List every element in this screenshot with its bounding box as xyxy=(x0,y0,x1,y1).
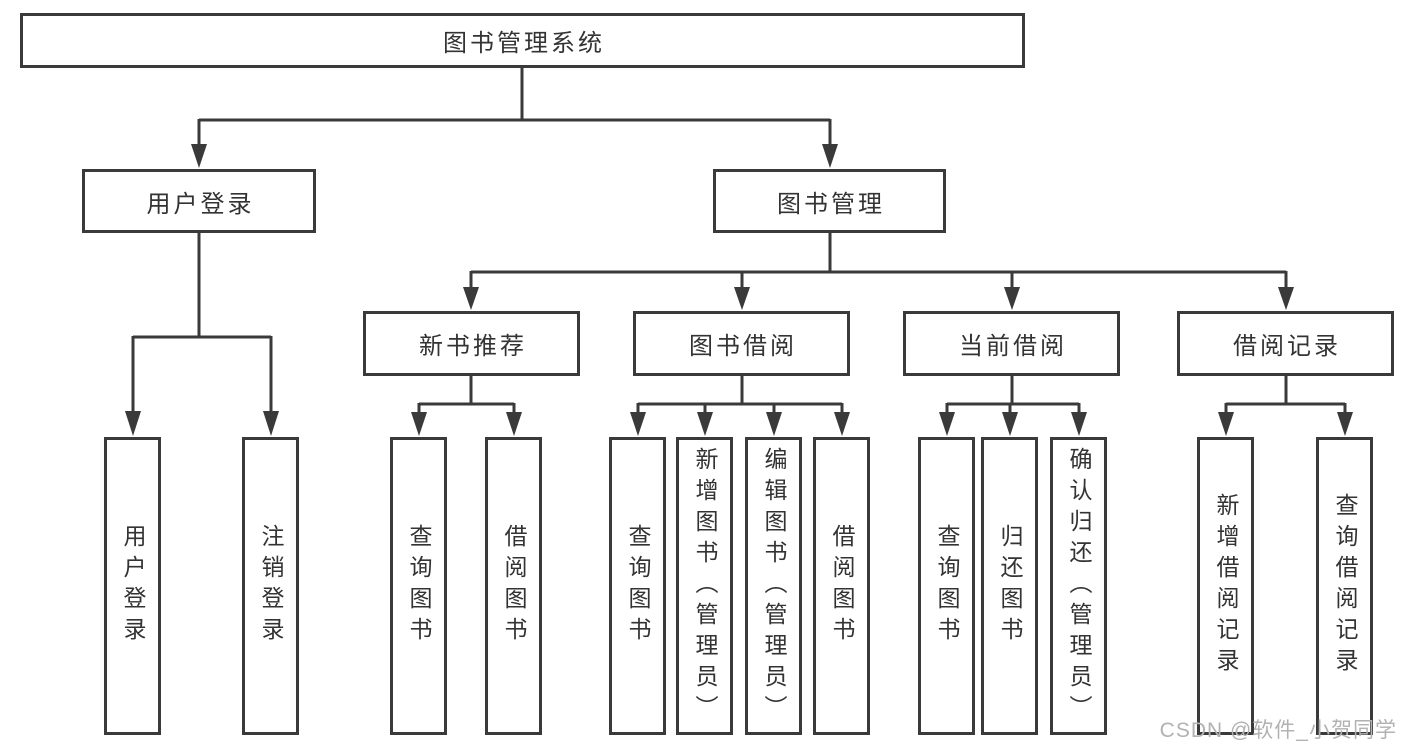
leaf-user-login: 用户登录 xyxy=(104,437,161,735)
node-book-borrowing: 图书借阅 xyxy=(633,311,850,376)
node-new-book-recommend: 新书推荐 xyxy=(363,311,580,376)
leaf-borrow-books: 借阅图书 xyxy=(813,437,870,735)
leaf-query-books-current: 查询图书 xyxy=(918,437,975,735)
leaf-edit-books-admin: 编辑图书（管理员） xyxy=(745,437,802,735)
watermark: CSDN @软件_小贺同学 xyxy=(1159,719,1397,742)
leaf-return-books: 归还图书 xyxy=(981,437,1038,735)
leaf-add-books-admin: 新增图书（管理员） xyxy=(676,437,733,735)
node-current-borrowing: 当前借阅 xyxy=(903,311,1120,376)
leaf-borrow-books-recommend: 借阅图书 xyxy=(485,437,542,735)
node-user-login: 用户登录 xyxy=(82,169,316,233)
leaf-confirm-return-admin: 确认归还（管理员） xyxy=(1050,437,1107,735)
node-library-management-system: 图书管理系统 xyxy=(20,13,1025,68)
leaf-logout: 注销登录 xyxy=(242,437,299,735)
leaf-query-books-borrow: 查询图书 xyxy=(609,437,666,735)
leaf-add-borrow-record: 新增借阅记录 xyxy=(1197,437,1254,735)
node-borrowing-records: 借阅记录 xyxy=(1177,311,1394,376)
leaf-query-books-recommend: 查询图书 xyxy=(390,437,447,735)
node-book-management: 图书管理 xyxy=(713,169,946,233)
leaf-query-borrow-record: 查询借阅记录 xyxy=(1316,437,1373,735)
